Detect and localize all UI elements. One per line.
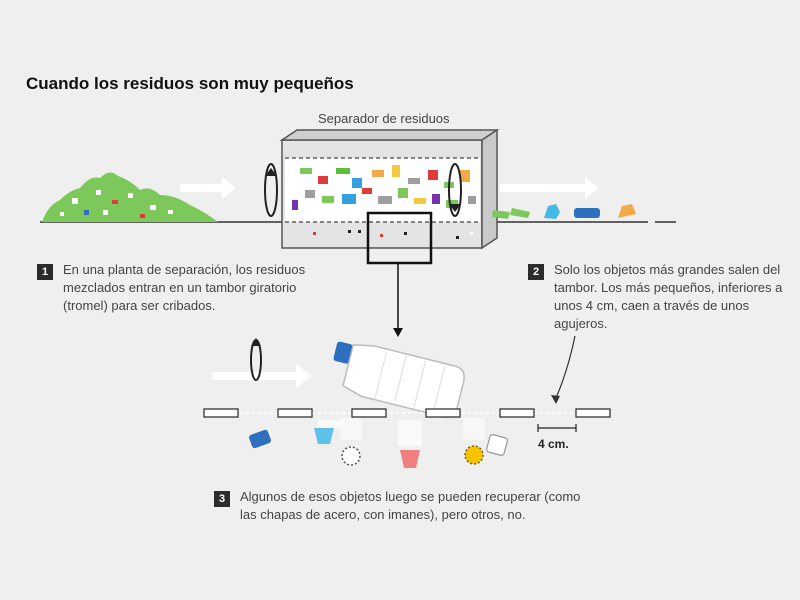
screen-grate — [203, 408, 612, 418]
scale-marker — [537, 424, 577, 432]
bottle-cap-icon — [249, 429, 271, 449]
step-3-number: 3 — [214, 491, 230, 507]
large-objects-out — [492, 204, 636, 219]
output-arrow — [500, 177, 599, 199]
step-2-text: Solo los objetos más grandes salen del t… — [554, 262, 783, 331]
scale-label: 4 cm. — [538, 437, 569, 451]
coffee-capsule-icon — [398, 420, 422, 468]
input-arrow — [180, 177, 236, 199]
step-2-number: 2 — [528, 264, 544, 280]
step-1-number: 1 — [37, 264, 53, 280]
zoom-arrowhead — [393, 328, 403, 337]
page-title: Cuando los residuos son muy pequeños — [26, 74, 354, 93]
steel-cap-icon — [340, 418, 362, 466]
rotation-arrow-icon — [250, 338, 262, 381]
trommel-drum — [279, 128, 500, 250]
bottle-cap-icon — [486, 434, 508, 456]
step-1-text: En una planta de separación, los residuo… — [63, 262, 306, 313]
annotation-arrow — [551, 335, 576, 404]
zoom-box — [366, 211, 433, 265]
separator-label: Separador de residuos — [318, 111, 450, 126]
steel-cap-icon — [463, 418, 485, 465]
rotation-arrow-icon — [448, 163, 462, 217]
step-3-text: Algunos de esos objetos luego se pueden … — [240, 489, 581, 522]
coffee-capsule-icon — [314, 420, 342, 444]
plastic-bottle-icon — [333, 341, 465, 418]
rotation-arrow-icon — [264, 163, 278, 217]
detail-arrow — [212, 364, 312, 388]
waste-pile — [42, 172, 218, 222]
